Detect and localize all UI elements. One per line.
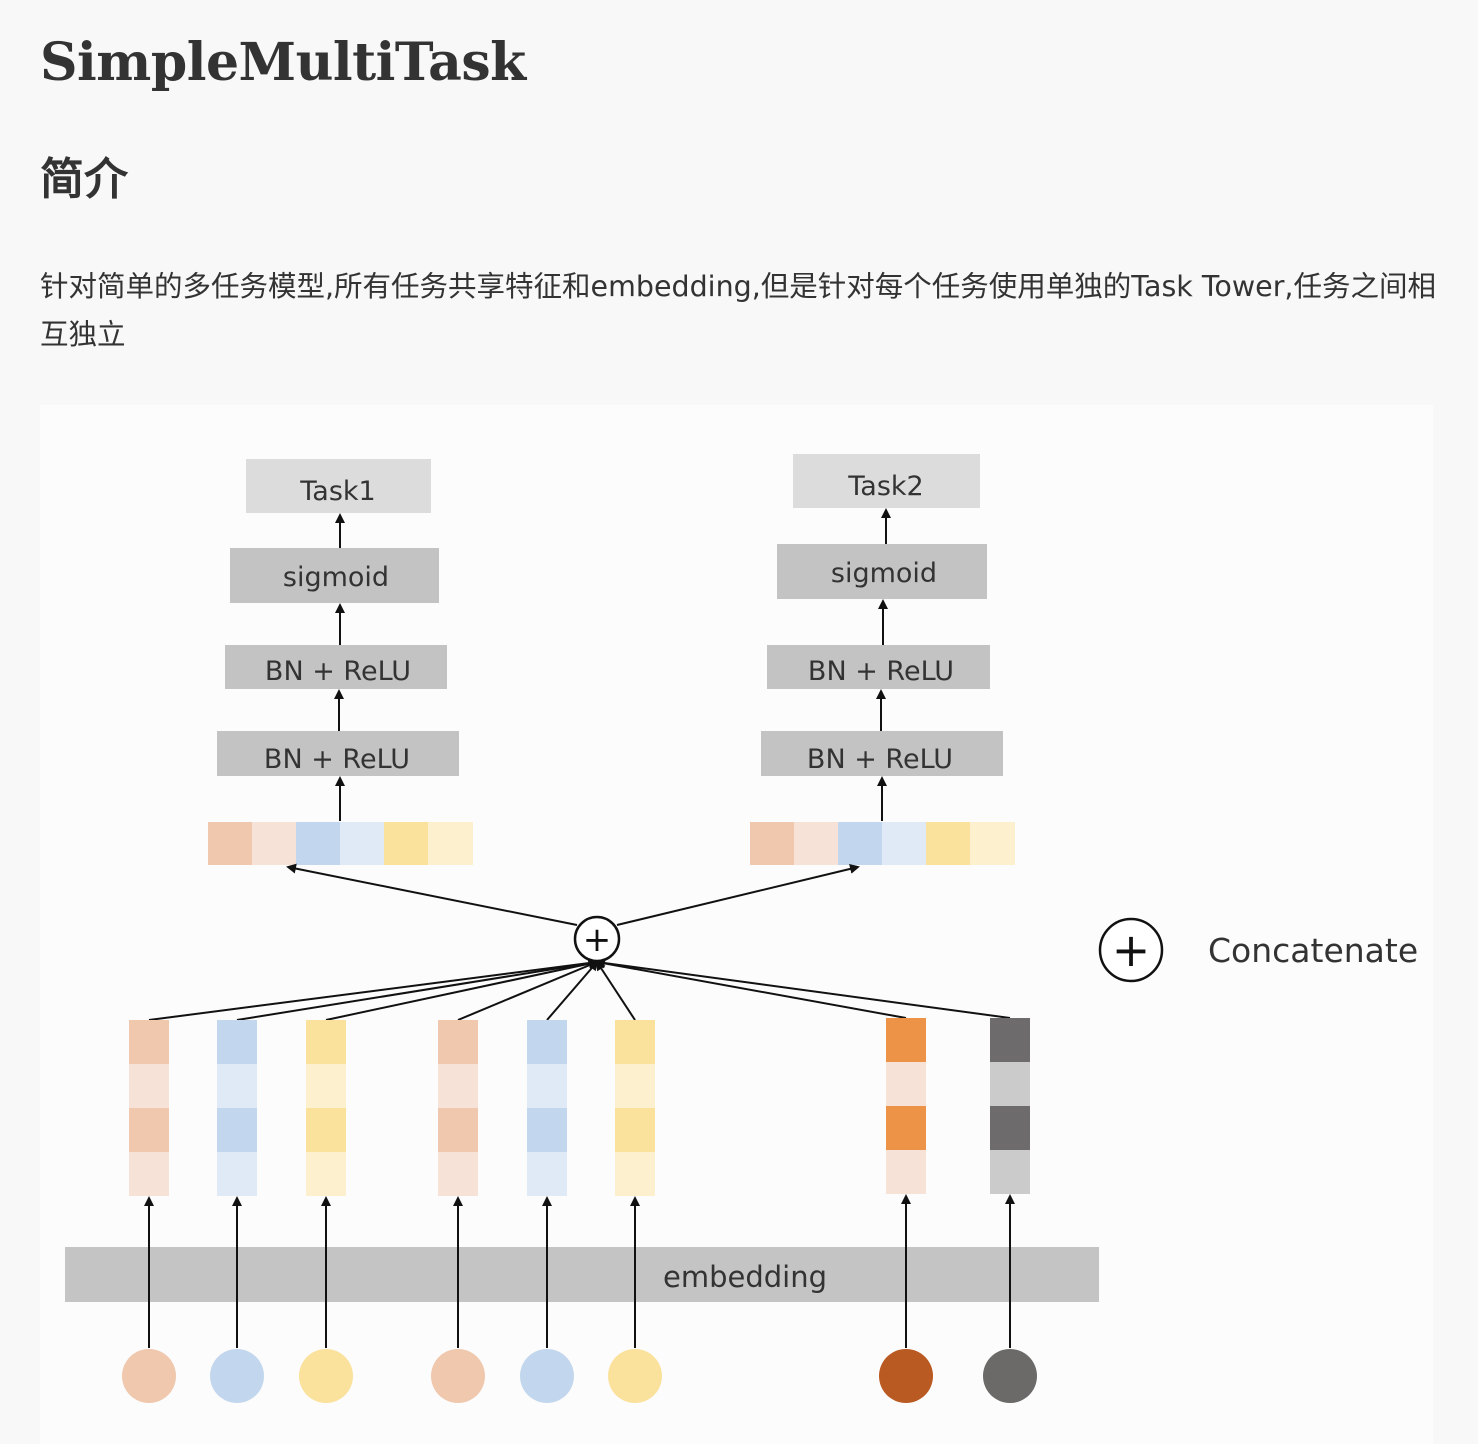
feature-column-cell — [306, 1152, 346, 1196]
task1-hidden-layer-1-label: BN + ReLU — [264, 744, 410, 775]
feature-column-cell — [217, 1020, 257, 1064]
feature-input-node — [431, 1349, 485, 1403]
concat-plus-symbol: + — [583, 920, 612, 960]
feature-input-node — [299, 1349, 353, 1403]
feature-to-concat-arrow — [595, 958, 907, 1019]
feature-to-concat-arrow — [595, 958, 1011, 1019]
feature-column-cell — [990, 1062, 1030, 1106]
feature-column-cell — [990, 1106, 1030, 1150]
feature-to-concat-arrow — [595, 960, 636, 1021]
feature-column-cell — [217, 1064, 257, 1108]
task2-hidden-layer-2-label: BN + ReLU — [808, 656, 954, 687]
task2-sigmoid-label: sigmoid — [831, 558, 937, 589]
task1-hidden-layer-2-label: BN + ReLU — [265, 656, 411, 687]
feature-column-cell — [886, 1106, 926, 1150]
task1-sigmoid-label: sigmoid — [283, 562, 389, 593]
task2-hidden-layer-1-box — [761, 731, 1003, 776]
feature-to-concat-arrow — [457, 960, 599, 1021]
task1-box — [246, 459, 431, 513]
task2-concat-vector-cell — [838, 822, 883, 865]
feature-column-cell — [990, 1018, 1030, 1062]
feature-column-cell — [615, 1108, 655, 1152]
feature-column-cell — [438, 1108, 478, 1152]
feature-column-cell — [527, 1020, 567, 1064]
feature-column-cell — [217, 1108, 257, 1152]
task-tower-1: Task1 sigmoid BN + ReLU BN + ReLU — [208, 459, 473, 865]
feature-column-cell — [306, 1020, 346, 1064]
task2-concat-vector-cell — [750, 822, 795, 865]
intro-paragraph: 针对简单的多任务模型,所有任务共享特征和embedding,但是针对每个任务使用… — [40, 270, 1436, 351]
task1-concat-vector-cell — [340, 822, 385, 865]
feature-column-cell — [438, 1020, 478, 1064]
task-tower-2: Task2 sigmoid BN + ReLU BN + ReLU — [750, 454, 1015, 865]
feature-input-node — [983, 1349, 1037, 1403]
legend-concat-icon — [1098, 917, 1164, 983]
legend-concatenate-label: Concatenate — [1208, 931, 1418, 970]
task2-concat-vector-cell — [882, 822, 927, 865]
feature-column-cell — [615, 1020, 655, 1064]
feature-column-cell — [615, 1064, 655, 1108]
feature-input-node — [122, 1349, 176, 1403]
feature-input-node — [608, 1349, 662, 1403]
feature-column-cell — [527, 1108, 567, 1152]
task2-concat-vector-cell — [970, 822, 1015, 865]
task2-box — [793, 454, 980, 508]
task1-label: Task1 — [299, 476, 375, 507]
legend: + Concatenate — [1098, 917, 1418, 983]
feature-to-concat-arrow — [546, 960, 599, 1021]
diagram-canvas: Task1 sigmoid BN + ReLU BN + ReLU Task2 … — [65, 454, 1418, 1403]
feature-column-cell — [438, 1152, 478, 1196]
task2-concat-vector — [750, 822, 1015, 865]
embedding-bar — [65, 1247, 1099, 1302]
section-heading: 简介 — [40, 154, 128, 205]
concat-input-lines — [148, 958, 1011, 1021]
task1-concat-vector — [208, 822, 473, 865]
task2-hidden-layer-2-box — [767, 645, 990, 689]
task2-label: Task2 — [847, 471, 923, 502]
task2-sigmoid-box — [777, 544, 987, 599]
legend-plus-symbol: + — [1112, 923, 1151, 977]
concat-plus-circle — [573, 915, 621, 963]
feature-column-cell — [217, 1152, 257, 1196]
feature-column-cell — [129, 1020, 169, 1064]
feature-column-cell — [886, 1018, 926, 1062]
feature-column-cell — [306, 1064, 346, 1108]
task1-hidden-layer-2-box — [225, 645, 447, 689]
feature-column-cell — [129, 1152, 169, 1196]
feature-column-cell — [990, 1150, 1030, 1194]
feature-input-node — [520, 1349, 574, 1403]
task1-concat-vector-cell — [428, 822, 473, 865]
embedding-label: embedding — [663, 1260, 827, 1294]
feature-column-cell — [438, 1064, 478, 1108]
feature-column-cell — [306, 1108, 346, 1152]
concat-node: + — [148, 863, 1011, 1021]
feature-column-cell — [886, 1062, 926, 1106]
task1-concat-vector-cell — [208, 822, 253, 865]
feature-input-node — [879, 1349, 933, 1403]
task2-concat-vector-cell — [794, 822, 839, 865]
concat-arrow-to-task2 — [616, 864, 860, 926]
feature-to-concat-arrow — [325, 958, 599, 1021]
feature-column-cell — [129, 1108, 169, 1152]
task1-concat-vector-cell — [252, 822, 297, 865]
task1-hidden-layer-1-box — [217, 731, 459, 776]
concat-arrow-to-task1 — [286, 863, 578, 926]
feature-column-cell — [886, 1150, 926, 1194]
feature-column-cell — [527, 1152, 567, 1196]
feature-column-cell — [527, 1064, 567, 1108]
feature-input-node — [210, 1349, 264, 1403]
feature-to-concat-arrow — [148, 958, 599, 1021]
page-title: SimpleMultiTask — [40, 32, 526, 93]
feature-to-concat-arrow — [236, 958, 599, 1021]
feature-column-cell — [615, 1152, 655, 1196]
task2-concat-vector-cell — [926, 822, 971, 865]
feature-column-cell — [129, 1064, 169, 1108]
task2-hidden-layer-1-label: BN + ReLU — [807, 744, 953, 775]
task1-concat-vector-cell — [384, 822, 429, 865]
task1-concat-vector-cell — [296, 822, 341, 865]
architecture-diagram: Task1 sigmoid BN + ReLU BN + ReLU Task2 … — [40, 405, 1433, 1444]
task1-sigmoid-box — [230, 548, 439, 603]
feature-columns — [122, 1018, 1037, 1403]
